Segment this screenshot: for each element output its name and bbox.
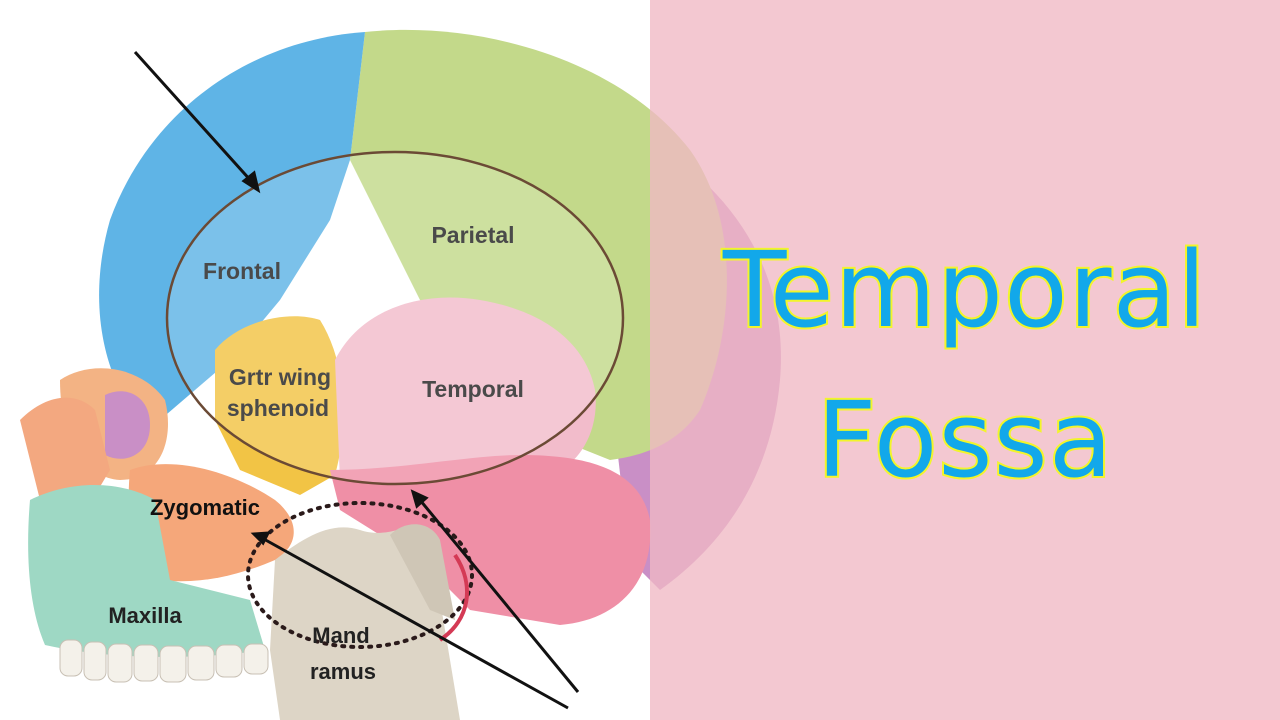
maxilla-bone [28, 485, 265, 657]
label-zygomatic: Zygomatic [150, 495, 260, 520]
temporal-fossa-outline [165, 150, 625, 486]
title-line-1: Temporal [721, 227, 1208, 353]
infratemporal-dotted-ring [246, 501, 474, 649]
sphenoid-bone [215, 316, 344, 495]
label-ramus-2: ramus [310, 659, 376, 684]
label-sphenoid-2: sphenoid [227, 395, 329, 421]
frontal-bone [99, 32, 365, 420]
label-frontal: Frontal [203, 258, 281, 284]
label-temporal: Temporal [422, 376, 524, 402]
temporal-bone [335, 297, 596, 480]
label-sphenoid-1: Grtr wing [229, 364, 331, 390]
mastoid-region [330, 455, 651, 625]
infratemporal-red-arc [438, 553, 469, 642]
label-ramus-1: Mand [312, 623, 369, 648]
label-parietal: Parietal [431, 222, 514, 248]
label-maxilla: Maxilla [108, 603, 182, 628]
parietal-bone [350, 29, 727, 461]
arrows [133, 50, 580, 710]
title-line-2: Fossa [815, 377, 1115, 503]
teeth [59, 639, 269, 683]
slide-title: Temporal Fossa [650, 215, 1280, 515]
